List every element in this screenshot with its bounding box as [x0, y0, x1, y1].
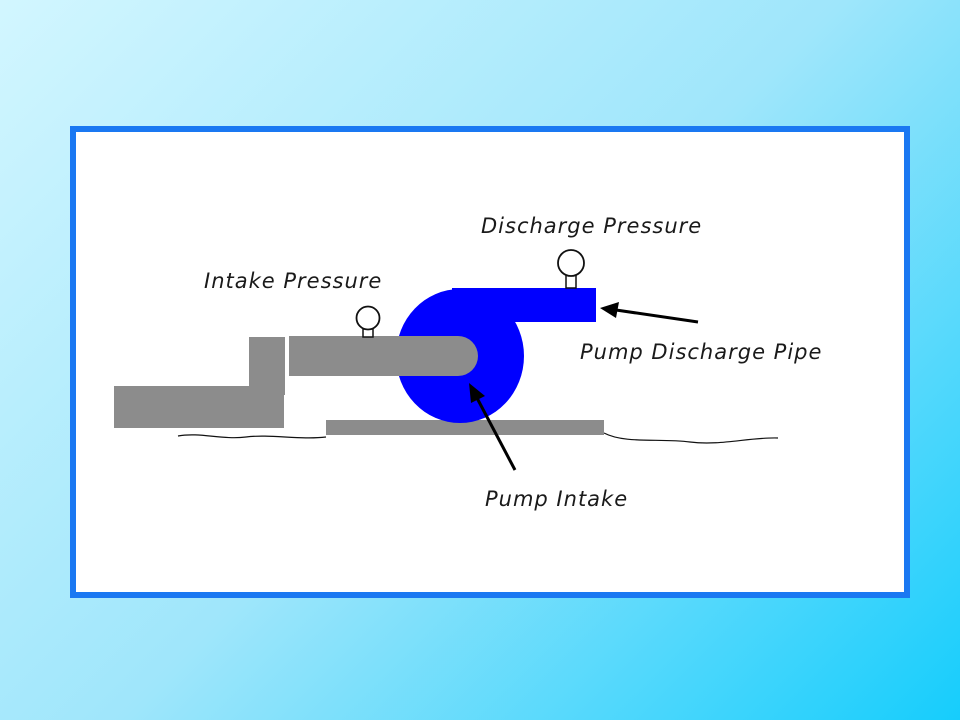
intake-pressure-gauge-icon [355, 305, 381, 338]
ground-line-left [177, 434, 327, 439]
discharge-pressure-gauge-icon [557, 249, 585, 289]
pump-discharge-pipe-label: Pump Discharge Pipe [580, 340, 822, 364]
ground-line-right [603, 432, 779, 444]
suction-pipe-vertical [249, 337, 285, 395]
discharge-pipe-arrow-icon [600, 302, 699, 324]
intake-pipe [289, 336, 478, 376]
intake-pressure-label: Intake Pressure [204, 269, 382, 293]
pump-base-plate [326, 420, 604, 435]
discharge-pressure-label: Discharge Pressure [481, 214, 702, 238]
pump-intake-arrow-icon [469, 383, 517, 471]
pump-intake-label: Pump Intake [485, 487, 628, 511]
